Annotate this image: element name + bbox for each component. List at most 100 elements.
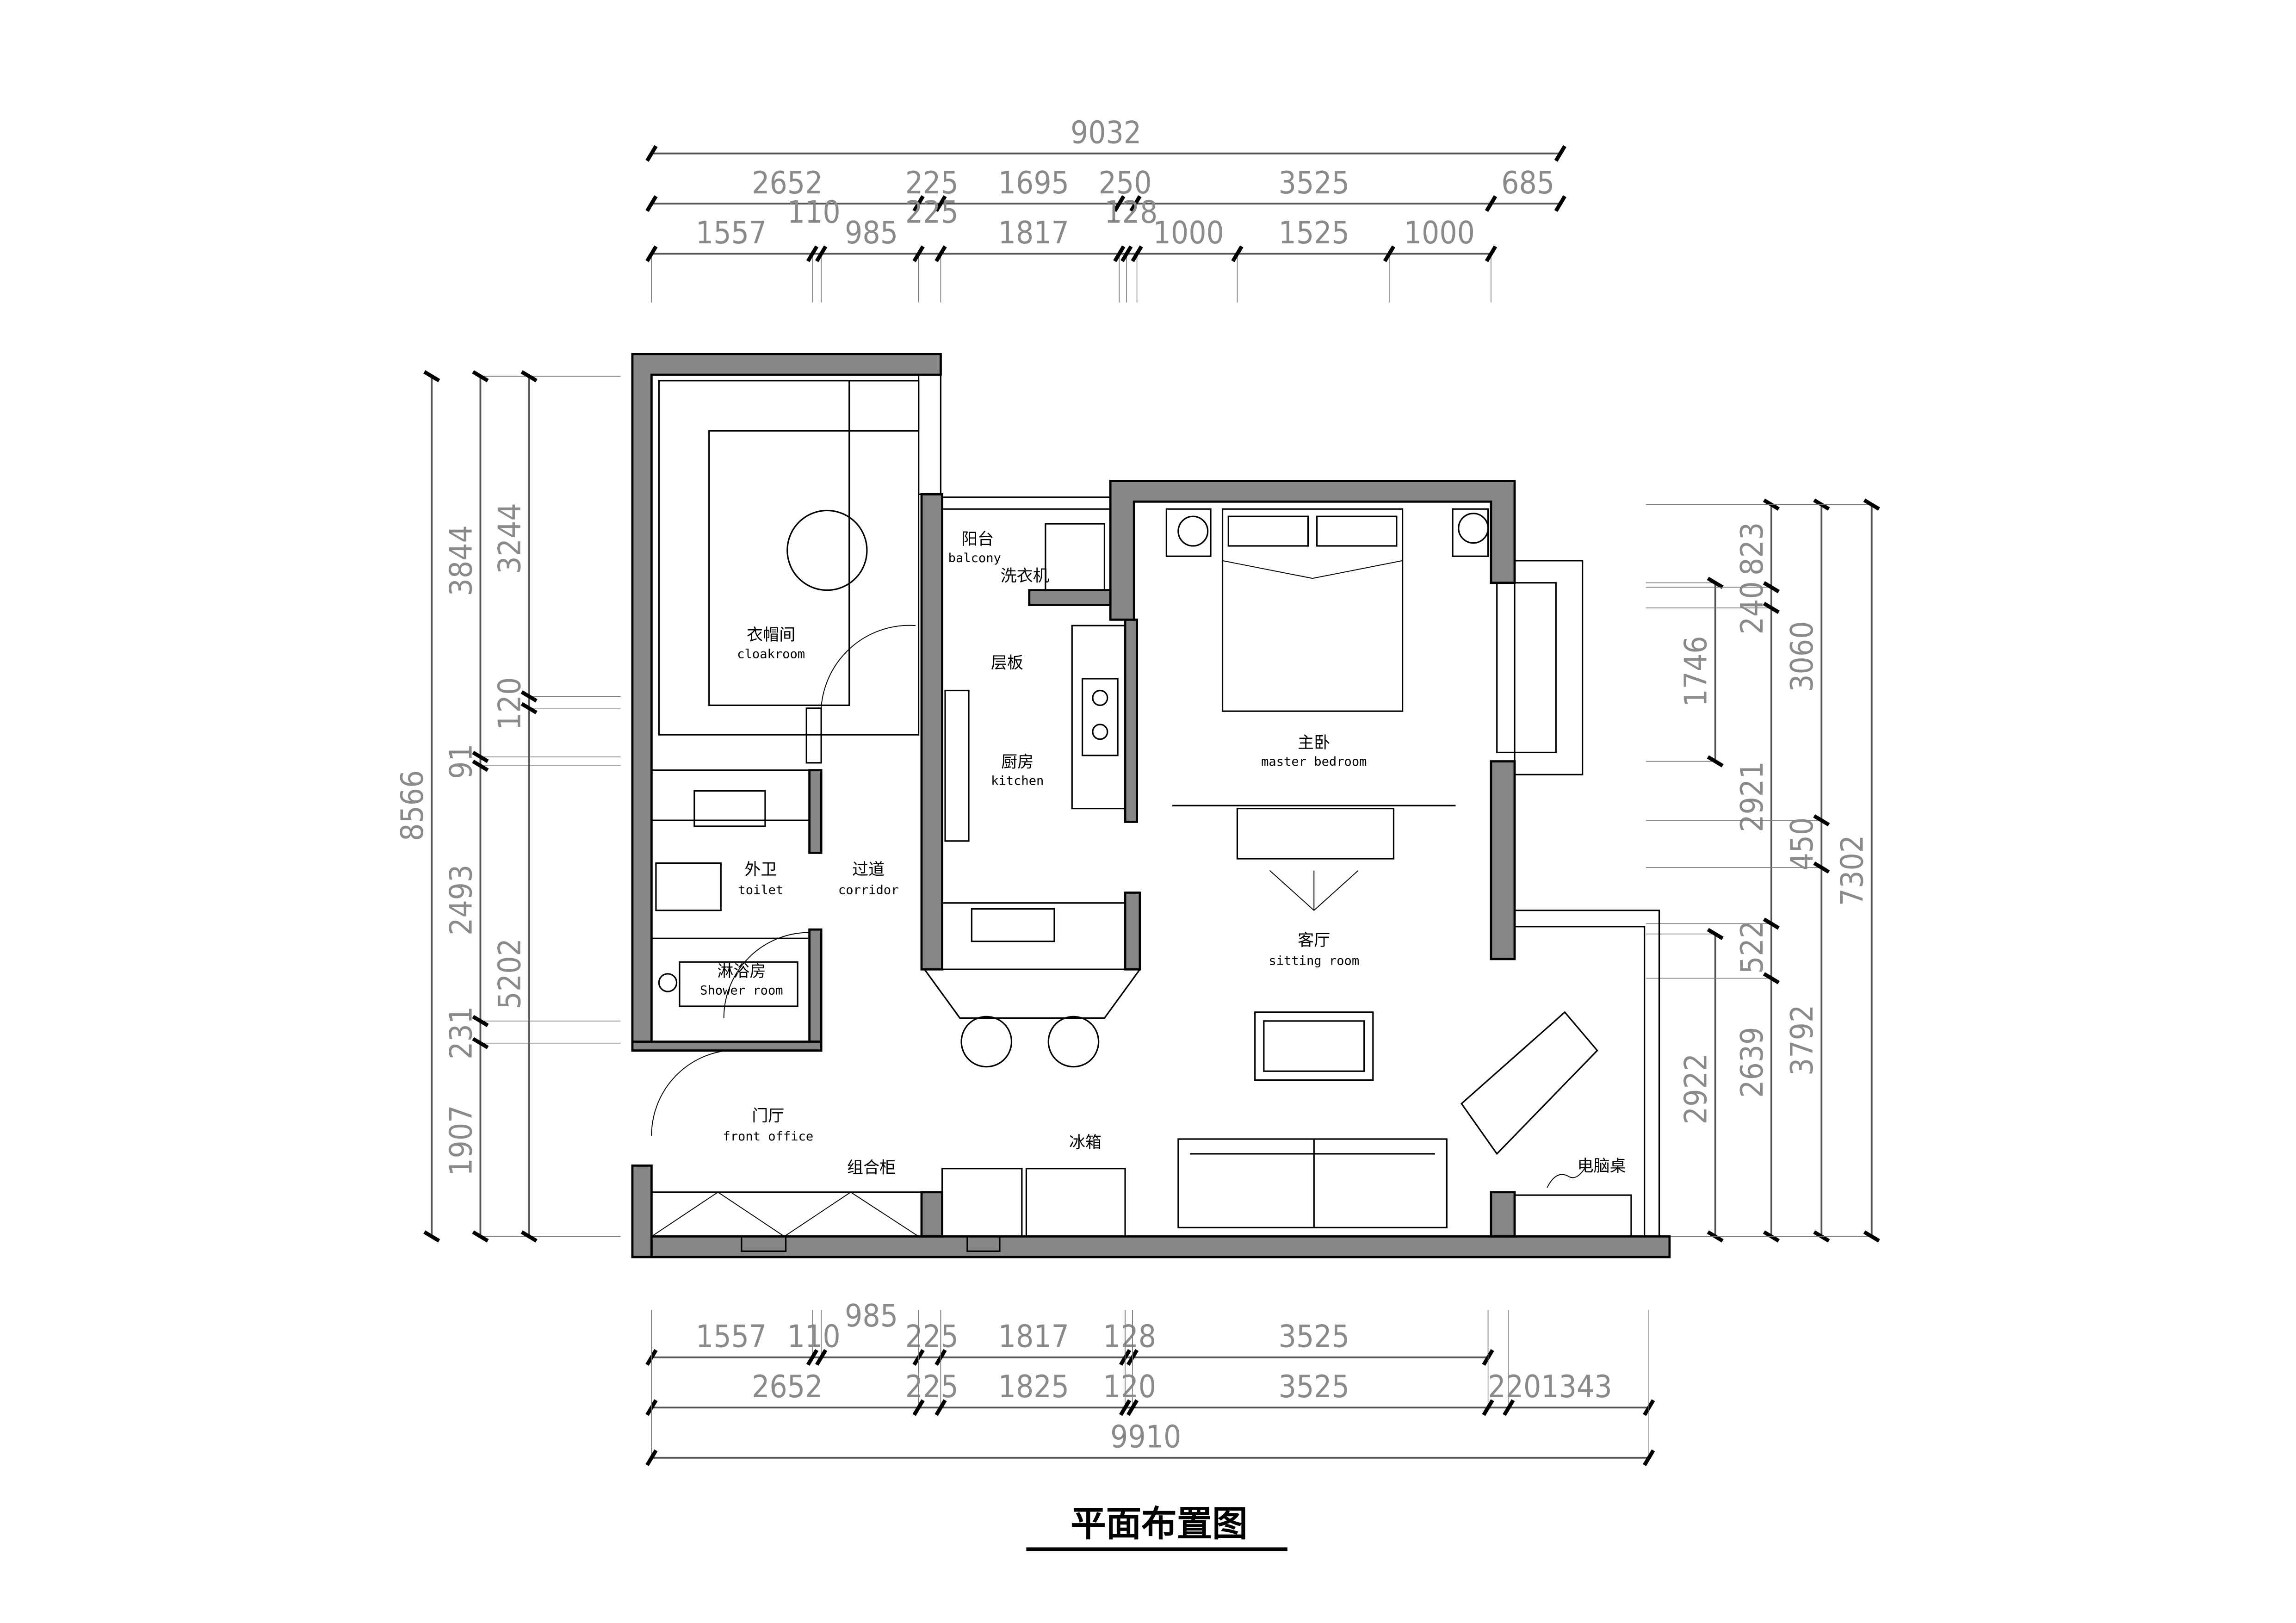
dimension-tick [912, 245, 925, 262]
dimension-label: 985 [845, 215, 898, 251]
dimension-label: 450 [1784, 818, 1820, 871]
dimension-tick [520, 370, 538, 383]
kitchen-label-en: kitchen [991, 774, 1044, 788]
dimension-label: 2652 [752, 1369, 823, 1405]
dimension-label: 2639 [1734, 1027, 1770, 1097]
round-rug [786, 509, 868, 591]
dimension-tick [645, 145, 658, 162]
corridor-label: 过道 [852, 860, 885, 879]
shower-room-label: 淋浴房 [717, 962, 766, 981]
dimension-label: 2921 [1734, 761, 1770, 832]
toilet-label-en: toilet [738, 883, 783, 898]
dimension-tick [1383, 245, 1396, 262]
dimension-label: 5202 [492, 938, 528, 1009]
dimension-tick [520, 1230, 538, 1243]
floor-drain-icon [658, 973, 678, 992]
dimension-tick [472, 1015, 489, 1027]
dimension-tick [472, 750, 489, 763]
dimension-tick [1763, 972, 1780, 985]
dimension-label: 1825 [998, 1369, 1069, 1405]
shelf-label: 层板 [991, 654, 1023, 673]
dimension-label: 3844 [443, 525, 479, 596]
dimension-label: 7302 [1834, 835, 1870, 906]
room-labels: 衣帽间 cloakroom 阳台 balcony 洗衣机 层板 厨房 kitch… [700, 530, 1626, 1177]
corridor-label-en: corridor [838, 883, 899, 898]
dimension-label: 3060 [1784, 621, 1820, 692]
shower-room-label-en: Shower room [700, 983, 783, 997]
dimension-tick [1113, 245, 1126, 262]
dimension-tick [1813, 814, 1830, 827]
dimension-tick [1863, 1230, 1880, 1243]
dimension-tick [806, 1349, 819, 1366]
master-bedroom-label-en: master bedroom [1261, 755, 1367, 769]
dimension-label: 110 [787, 194, 841, 230]
dimension-label: 2201343 [1488, 1369, 1612, 1405]
dimension-tick [1485, 245, 1498, 262]
dimension-label: 1525 [1279, 215, 1349, 251]
dimension-label: 3525 [1279, 165, 1349, 201]
dimension-label: 225 [905, 1369, 959, 1405]
toilet-label: 外卫 [744, 860, 777, 879]
dimension-tick [520, 690, 538, 703]
sofa [1177, 1138, 1448, 1228]
dimension-label: 231 [443, 1006, 479, 1059]
dimension-tick [1554, 195, 1566, 212]
dimension-label: 128 [1103, 1319, 1156, 1355]
dimension-tick [1707, 928, 1724, 940]
dimension-tick [806, 245, 819, 262]
dimension-label: 120 [492, 677, 528, 731]
balcony-label-en: balcony [948, 551, 1001, 565]
dimension-tick [1707, 755, 1724, 768]
dimension-tick [1763, 581, 1780, 594]
dimension-label: 1000 [1404, 215, 1475, 251]
computer-desk-label: 电脑桌 [1578, 1157, 1626, 1176]
dimension-tick [1120, 245, 1133, 262]
dimension-label: 1695 [998, 165, 1069, 201]
dimension-tick [1485, 195, 1498, 212]
dimension-tick [645, 1449, 658, 1466]
dimension-label: 685 [1501, 165, 1554, 201]
front-office-label-en: front office [723, 1129, 813, 1144]
dimension-label: 823 [1734, 522, 1770, 576]
dimension-tick [472, 370, 489, 383]
dining-chair [960, 1016, 1013, 1068]
dimension-label: 522 [1734, 921, 1770, 974]
dimension-label: 91 [443, 743, 479, 779]
sitting-room-label: 客厅 [1298, 931, 1330, 950]
dimension-label: 240 [1734, 581, 1770, 634]
balcony-label: 阳台 [961, 530, 994, 549]
dimension-tick [1126, 1399, 1139, 1416]
dimension-tick [1554, 145, 1566, 162]
dimension-tick [815, 245, 828, 262]
washing-machine-label: 洗衣机 [1001, 567, 1049, 586]
dimension-tick [472, 760, 489, 772]
dimension-tick [934, 195, 947, 212]
refrigerator-label: 冰箱 [1069, 1133, 1102, 1152]
dimension-label: 2493 [443, 865, 479, 935]
dimension-tick [423, 370, 440, 383]
dimension-tick [1129, 195, 1142, 212]
dimension-tick [472, 1230, 489, 1243]
combination-cabinet-label: 组合柜 [847, 1158, 896, 1177]
dimension-tick [815, 1349, 828, 1366]
bed [1221, 508, 1404, 712]
tv-cabinet [1236, 808, 1395, 860]
dimension-tick [1763, 917, 1780, 930]
dimension-tick [1707, 576, 1724, 589]
kitchen-label: 厨房 [1001, 752, 1034, 771]
dimension-tick [912, 195, 925, 212]
dimension-tick [1482, 1399, 1494, 1416]
dimension-label: 9032 [1071, 114, 1141, 150]
dimension-tick [645, 195, 658, 212]
dimension-tick [1231, 245, 1244, 262]
dimension-label: 9910 [1110, 1419, 1181, 1455]
front-office-label: 门厅 [752, 1107, 784, 1126]
furniture [650, 374, 1660, 1252]
dimension-tick [1863, 498, 1880, 511]
dimension-tick [472, 1037, 489, 1049]
dimension-tick [1813, 861, 1830, 874]
dimension-label: 2652 [752, 165, 823, 201]
dimension-label: 1557 [696, 1319, 767, 1355]
dimension-label: 225 [905, 1319, 959, 1355]
